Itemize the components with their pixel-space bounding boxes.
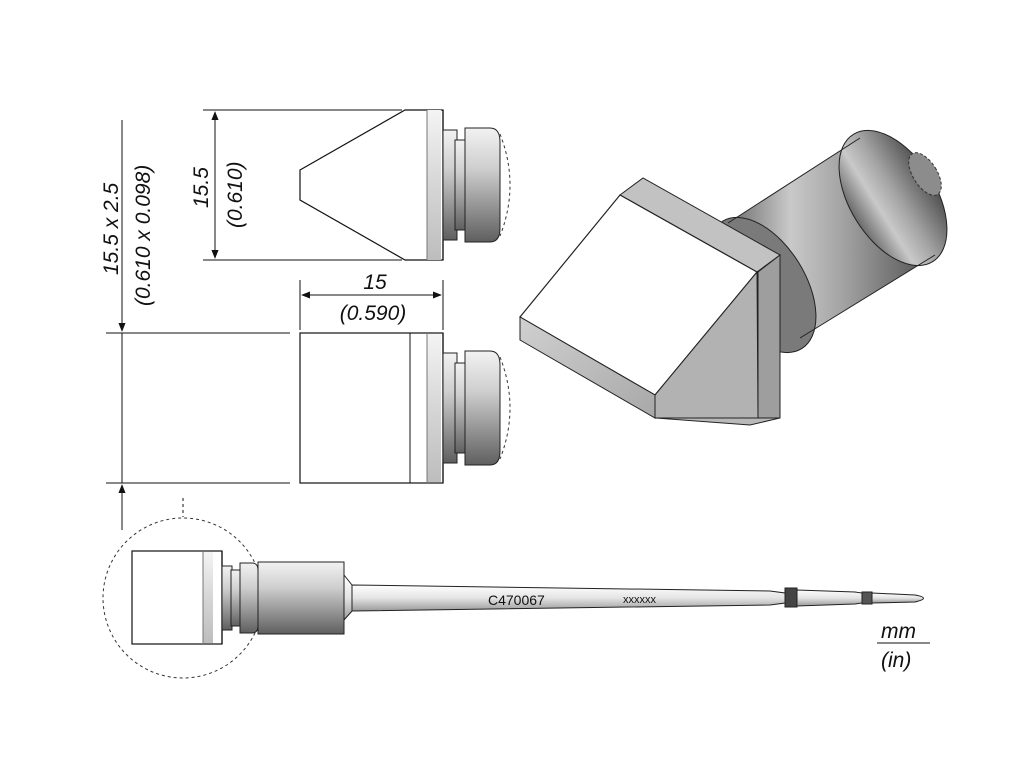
width-dimension-in: (0.590) (340, 302, 407, 325)
top-view (299, 109, 511, 261)
part-number-label: C470067 (488, 592, 545, 608)
isometric-view (519, 129, 948, 426)
width-dimension-mm: 15 (363, 271, 387, 294)
side-view (299, 332, 511, 484)
serial-label: xxxxxx (623, 594, 657, 606)
width-dimension: 15 (0.590) (340, 271, 407, 325)
overall-dimension-mm: 15.5 x 2.5 (100, 182, 123, 275)
height-dimension-mm: 15.5 (190, 167, 213, 208)
overall-dimension-in: (0.610 x 0.098) (132, 165, 155, 306)
units-primary: mm (881, 620, 916, 643)
units-legend: mm (in) (877, 620, 930, 672)
height-dimension-in: (0.610) (224, 161, 247, 228)
overall-dimension: 15.5 x 2.5 (0.610 x 0.098) (100, 165, 155, 306)
dimension-lines (106, 109, 444, 530)
height-dimension: 15.5 (0.610) (190, 161, 247, 228)
full-tip-view (102, 517, 924, 679)
units-secondary: (in) (881, 649, 911, 672)
